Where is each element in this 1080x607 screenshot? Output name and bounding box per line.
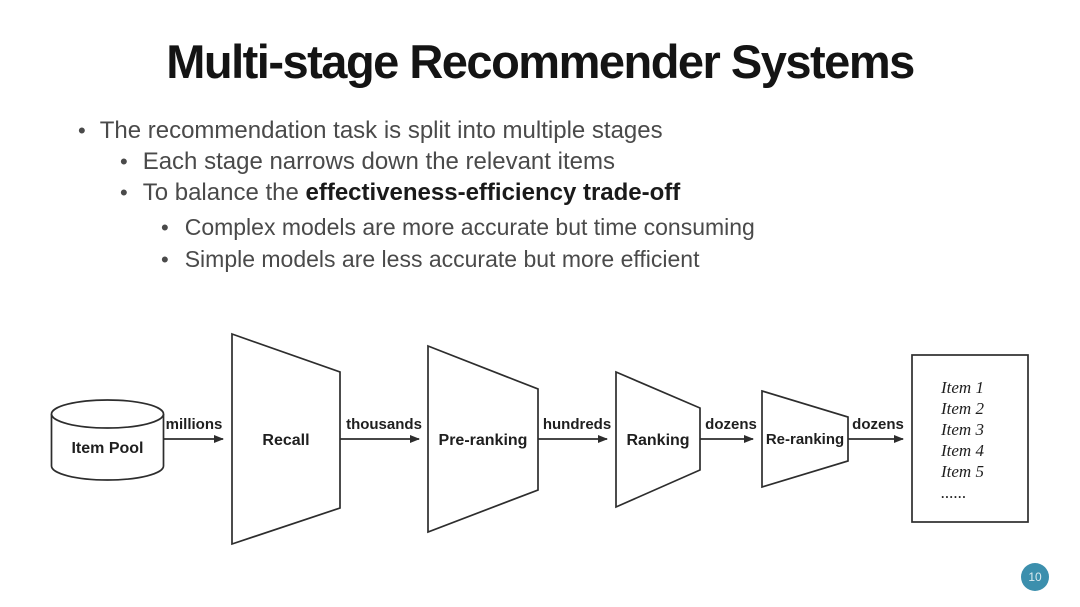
bullet-level2-narrow: • Each stage narrows down the relevant i… — [120, 148, 615, 175]
stage-ranking: Ranking — [615, 370, 701, 509]
flow-label-thousands: thousands — [346, 416, 422, 433]
pipeline-diagram: Item Pool millions thousands hundreds do… — [50, 332, 1029, 546]
stage-pre-ranking-label: Pre-ranking — [439, 432, 528, 449]
flow-label-dozens-2: dozens — [852, 416, 904, 433]
bullet-text: Simple models are less accurate but more… — [184, 246, 700, 272]
page-number-badge: 10 — [1021, 563, 1049, 591]
stage-recall: Recall — [231, 332, 341, 546]
item-pool-label: Item Pool — [71, 440, 143, 457]
output-item: Item 1 — [940, 378, 984, 397]
item-pool-cylinder: Item Pool — [50, 399, 165, 481]
bullet-level1: • The recommendation task is split into … — [78, 117, 663, 144]
stage-pre-ranking: Pre-ranking — [427, 344, 539, 534]
flow-label-millions: millions — [166, 416, 223, 433]
bullet-icon: • — [120, 180, 128, 205]
bullet-icon: • — [161, 247, 169, 272]
bullet-icon: • — [161, 215, 169, 240]
bullet-text: The recommendation task is split into mu… — [99, 117, 663, 144]
stage-recall-label: Recall — [262, 432, 309, 449]
output-item: Item 5 — [940, 462, 984, 481]
stage-re-ranking-label: Re-ranking — [766, 431, 844, 448]
flow-label-hundreds: hundreds — [543, 416, 611, 433]
output-item: Item 4 — [940, 441, 984, 460]
bullet-text: Complex models are more accurate but tim… — [184, 214, 755, 240]
output-items-box: Item 1 Item 2 Item 3 Item 4 Item 5 .....… — [911, 354, 1029, 523]
bullet-text-prefix: To balance the — [142, 179, 306, 206]
bullet-level2-tradeoff: • To balance the effectiveness-efficienc… — [120, 179, 680, 206]
bullet-text: Each stage narrows down the relevant ite… — [142, 148, 615, 175]
bullet-text-bold: effectiveness-efficiency trade-off — [305, 179, 681, 206]
output-item: Item 3 — [940, 420, 984, 439]
bullet-level3-complex: • Complex models are more accurate but t… — [161, 214, 755, 241]
bullet-icon: • — [78, 118, 86, 143]
flow-label-dozens-1: dozens — [705, 416, 757, 433]
output-item: Item 2 — [940, 399, 984, 418]
bullet-icon: • — [120, 149, 128, 174]
stage-re-ranking: Re-ranking — [761, 389, 849, 489]
bullet-text: To balance the effectiveness-efficiency … — [143, 179, 681, 206]
page-title: Multi-stage Recommender Systems — [166, 35, 915, 88]
stage-ranking-label: Ranking — [626, 432, 689, 449]
output-item: ...... — [941, 483, 967, 502]
bullet-level3-simple: • Simple models are less accurate but mo… — [161, 246, 699, 273]
page-number: 10 — [1028, 570, 1042, 584]
